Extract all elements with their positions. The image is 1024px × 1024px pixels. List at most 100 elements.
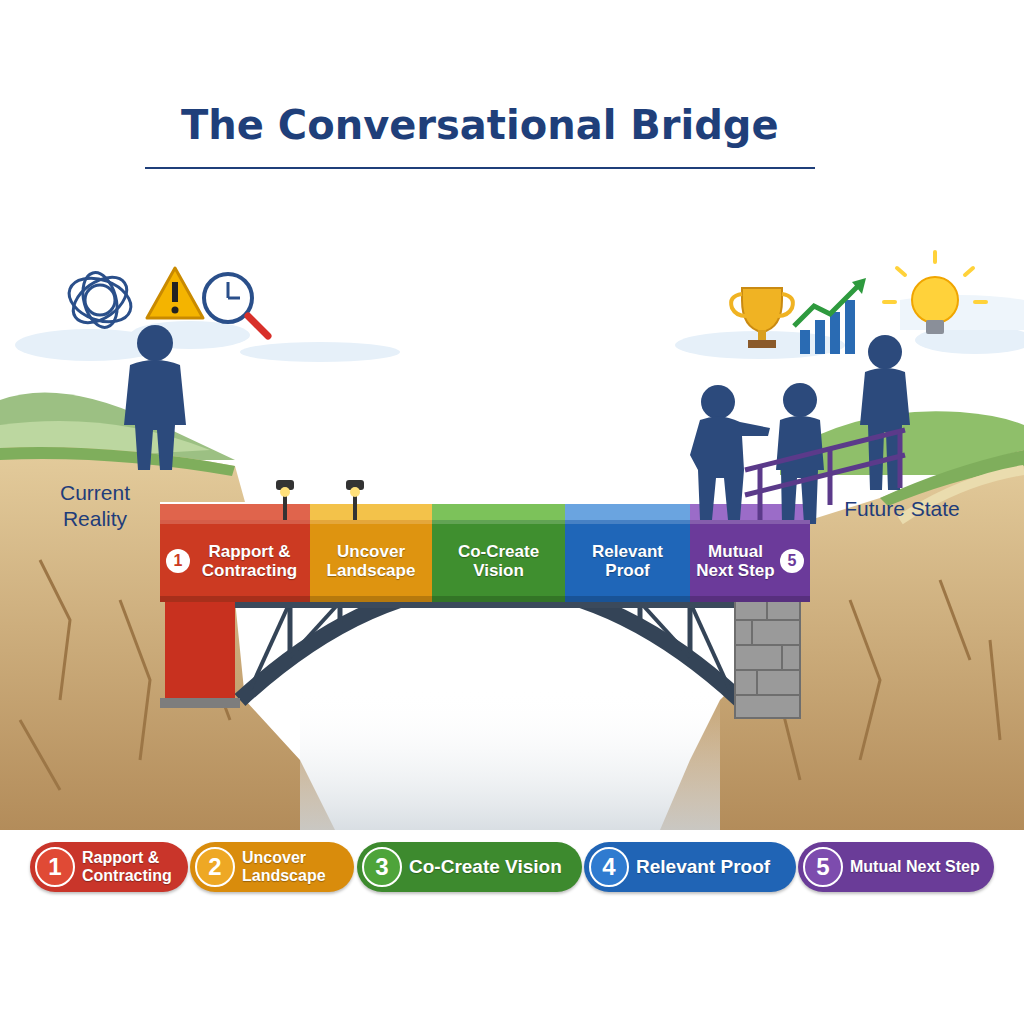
deck-railing [310, 503, 432, 520]
team-figures [690, 335, 910, 524]
clock-icon [228, 297, 240, 300]
bridge-arch [290, 602, 340, 657]
segment-label: Mutual Next Step [696, 542, 775, 580]
team-figures [776, 416, 824, 524]
step-number: 3 [362, 847, 402, 887]
deck-railing [565, 503, 690, 520]
tangle-icon [63, 268, 137, 332]
step-pill: 1Rapport & Contracting [30, 842, 188, 892]
step-pill: 4 Relevant Proof [584, 842, 796, 892]
lightbulb-icon [965, 268, 973, 275]
trophy-icon [731, 294, 746, 316]
trophy-icon [758, 330, 766, 340]
step-label: Rapport & Contracting [82, 849, 178, 884]
team-figures [868, 335, 902, 369]
team-figures [690, 416, 770, 520]
step-number: 4 [589, 847, 629, 887]
deck-railing [432, 503, 565, 520]
growth-chart-icon [794, 278, 866, 354]
lightbulb-icon [926, 320, 944, 334]
step-number: 2 [195, 847, 235, 887]
left-cliff [0, 447, 335, 830]
lamp-posts [276, 480, 364, 520]
stone-pillar [756, 670, 758, 695]
growth-chart-icon [794, 286, 858, 326]
stone-pillar [751, 620, 753, 645]
clock-icon [248, 316, 268, 336]
warning-icon [147, 268, 203, 318]
trophy-icon [748, 340, 776, 348]
lightbulb-icon [912, 277, 958, 323]
bridge-segment: Uncover Landscape [310, 520, 432, 602]
stone-pillar [735, 596, 800, 718]
bridge-arch [690, 602, 730, 690]
bridge-segment: Relevant Proof [565, 520, 690, 602]
left-cliff [0, 447, 235, 476]
step-label: Co-Create Vision [409, 857, 562, 878]
red-pillar [160, 698, 240, 708]
place-label: Future State [832, 496, 972, 522]
clock-icon [227, 282, 230, 298]
step-pill: 3 Co-Create Vision [357, 842, 582, 892]
person-figure [124, 360, 186, 470]
growth-chart-icon [800, 330, 810, 354]
stone-pillar [735, 596, 800, 718]
clock-icon [204, 274, 268, 336]
right-cliff [780, 580, 1000, 780]
left-cliff [0, 447, 335, 830]
lamp-posts [280, 487, 290, 497]
handrail [758, 466, 763, 520]
handrail [898, 431, 903, 488]
step-number: 1 [35, 847, 75, 887]
lightbulb-icon [933, 252, 937, 262]
lightbulb-icon [897, 268, 905, 275]
step-number: 1 [166, 549, 190, 573]
deck-railing [160, 503, 310, 520]
tangle-icon [77, 269, 122, 331]
stone-pillar [735, 694, 800, 696]
title-underline [145, 167, 815, 169]
stone-pillar [735, 644, 800, 646]
handrail [745, 455, 905, 495]
lightbulb-icon [884, 252, 986, 334]
step-label: Relevant Proof [636, 857, 770, 878]
lamp-posts [350, 487, 360, 497]
growth-chart-icon [845, 300, 855, 354]
step-label: Mutual Next Step [850, 858, 980, 876]
trophy-icon [778, 294, 793, 316]
lightbulb-icon [975, 300, 986, 304]
tangle-icon [65, 268, 135, 332]
person-figure [137, 325, 173, 361]
team-figures [701, 385, 735, 419]
person-figure [124, 325, 186, 470]
lightbulb-icon [884, 300, 895, 304]
growth-chart-icon [815, 320, 825, 354]
red-pillar [160, 590, 240, 708]
step-pill: 5 Mutual Next Step [798, 842, 994, 892]
stone-pillar [735, 669, 800, 671]
step-label: Uncover Landscape [242, 849, 344, 884]
title-underline [145, 168, 815, 169]
stone-pillar [781, 645, 783, 670]
clouds [240, 342, 400, 362]
bridge-arch [230, 585, 740, 700]
warning-icon [172, 282, 178, 302]
segment-label: Relevant Proof [571, 542, 684, 580]
trophy-icon [731, 288, 793, 348]
place-label: Current Reality [30, 480, 160, 533]
step-number: 5 [803, 847, 843, 887]
bridge-segment: 1Rapport & Contracting [160, 520, 310, 602]
mist [300, 690, 720, 830]
bridge-arch [640, 602, 690, 657]
step-pill: 2Uncover Landscape [190, 842, 354, 892]
trophy-icon [742, 288, 782, 332]
segment-label: Uncover Landscape [316, 542, 426, 580]
red-pillar [165, 590, 235, 702]
bridge-segment: Co-Create Vision [432, 520, 565, 602]
segment-label: Co-Create Vision [438, 542, 559, 580]
growth-chart-icon [830, 312, 840, 354]
growth-chart-icon [852, 278, 866, 294]
handrail [828, 449, 833, 505]
handrail [745, 430, 905, 470]
